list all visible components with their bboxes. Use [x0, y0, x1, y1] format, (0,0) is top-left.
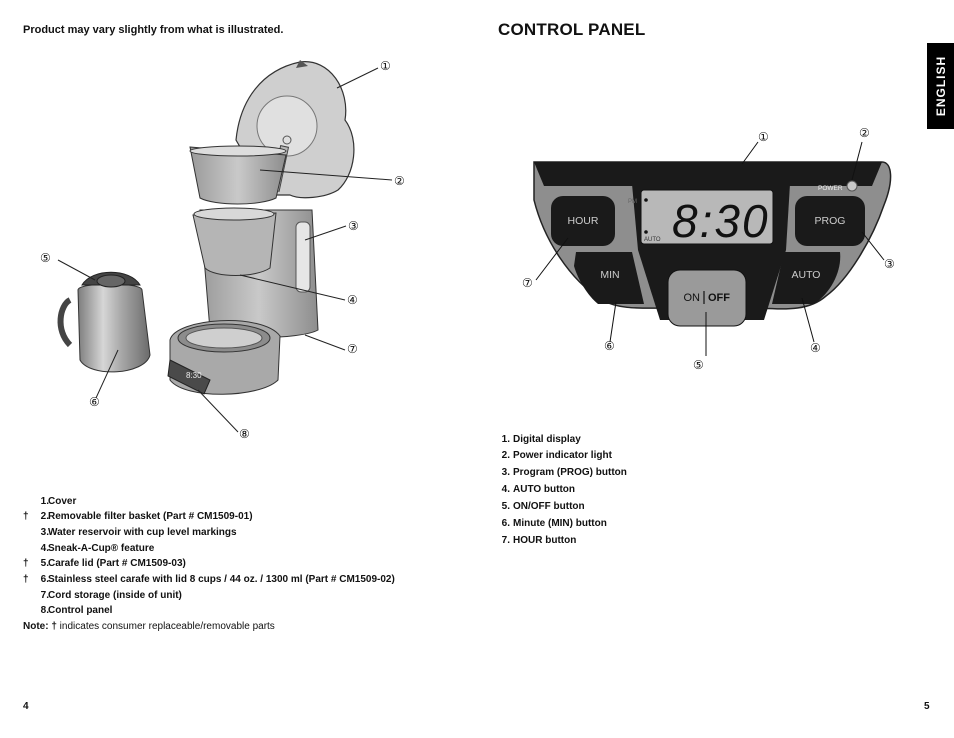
power-label: POWER [818, 185, 843, 192]
language-tab-label: ENGLISH [933, 55, 948, 117]
prog-button-label: PROG [815, 215, 846, 227]
callout-7: ⑦ [347, 342, 358, 356]
note-text: indicates consumer replaceable/removable… [56, 621, 275, 632]
prog-button[interactable]: PROG [795, 196, 865, 246]
panel-callout-4: ④ [810, 341, 821, 355]
callout-4: ④ [347, 293, 358, 307]
language-tab: ENGLISH [927, 43, 954, 129]
callout-8: ⑧ [239, 427, 250, 441]
panel-callout-2: ② [859, 126, 870, 140]
panel-callout-3: ③ [884, 257, 895, 271]
panel-callout-6: ⑥ [604, 339, 615, 353]
page-number-right: 5 [924, 701, 930, 712]
power-indicator-light [846, 180, 858, 192]
hour-button-label: HOUR [568, 215, 599, 227]
pm-indicator: PM [628, 199, 637, 205]
control-panel-diagram: PM AUTO 8:30 POWER HOUR PROG MIN AUTO ON… [522, 126, 895, 372]
illustration-disclaimer: Product may vary slightly from what is i… [23, 24, 284, 36]
off-label: OFF [708, 292, 730, 304]
callout-1: ① [380, 59, 391, 73]
min-button-label: MIN [600, 269, 619, 281]
on-label: ON [684, 292, 701, 304]
callout-2: ② [394, 174, 405, 188]
auto-indicator: AUTO [644, 237, 661, 243]
hour-button[interactable]: HOUR [551, 196, 615, 246]
mini-display-time: 8:30 [186, 371, 202, 380]
replaceable-parts-note: Note: † indicates consumer replaceable/r… [23, 621, 275, 632]
coffee-maker-illustration: 8:30 ① ② ③ ④ ⑤ ⑥ ⑦ ⑧ [40, 59, 405, 441]
digital-display [640, 189, 774, 245]
auto-button[interactable]: AUTO [772, 252, 841, 304]
display-time: 8:30 [672, 195, 770, 247]
min-button[interactable]: MIN [574, 252, 644, 304]
page-number-left: 4 [23, 701, 29, 712]
panel-callout-1: ① [758, 130, 769, 144]
panel-callout-7: ⑦ [522, 276, 533, 290]
note-label: Note: † [23, 621, 57, 632]
panel-callout-5: ⑤ [693, 358, 704, 372]
page-title: CONTROL PANEL [498, 20, 646, 39]
callout-6: ⑥ [89, 395, 100, 409]
callout-5: ⑤ [40, 251, 51, 265]
on-off-button[interactable]: ON OFF [667, 269, 747, 327]
callout-3: ③ [348, 219, 359, 233]
auto-button-label: AUTO [792, 269, 821, 281]
